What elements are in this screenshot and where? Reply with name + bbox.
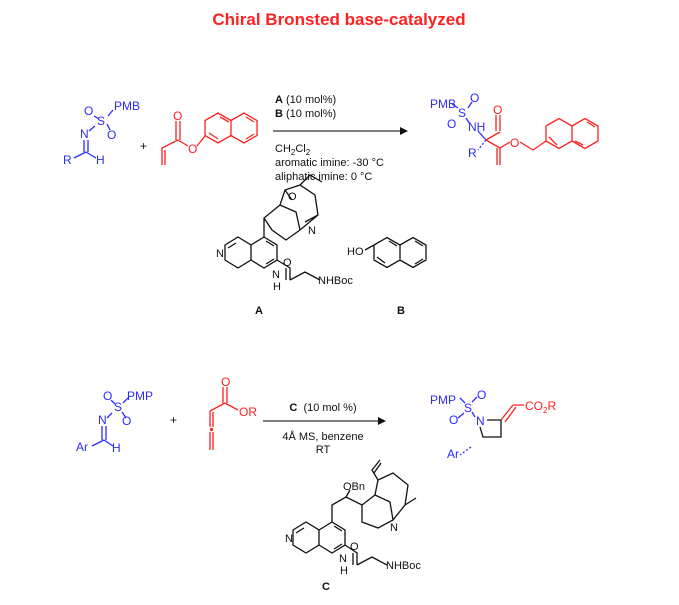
nitrogen-label: N <box>476 414 485 428</box>
product-2: PMP S O O N Ar CO2R <box>430 388 556 461</box>
pmb-label: PMB <box>114 99 140 113</box>
hydrogen-label: H <box>112 441 121 455</box>
nitrogen-label: N <box>285 533 293 545</box>
nh-label: NH <box>468 120 485 134</box>
condition-temp-aromatic: aromatic imine: -30 °C <box>275 157 384 169</box>
plus-sign: + <box>140 139 147 153</box>
condition-catalyst-a: A (10 mol%) <box>275 94 336 106</box>
condition-catalyst-c: C (10 mol %) <box>289 402 356 414</box>
sulfur-label: S <box>114 400 122 414</box>
or-label: OR <box>239 405 257 419</box>
sulfur-label: S <box>464 401 472 415</box>
naphthyl-acrylate: O O <box>161 109 258 165</box>
aryl-label: Ar <box>76 440 88 454</box>
oxygen-label: O <box>449 413 458 427</box>
oxygen-label: O <box>493 103 502 117</box>
catalyst-c: N OBn N N H O NHBoc C <box>285 459 421 593</box>
oxygen-label: O <box>84 104 93 118</box>
oxygen-label: O <box>288 191 297 203</box>
r-group-label: R <box>468 146 477 160</box>
catalyst-a: N O N N H O NHBoc A <box>216 174 353 317</box>
oxygen-label: O <box>350 541 359 553</box>
oxygen-label: O <box>470 91 479 105</box>
plus-sign: + <box>170 413 177 427</box>
pmp-label: PMP <box>430 393 456 407</box>
hydrogen-label: H <box>96 153 105 167</box>
pmp-label: PMP <box>127 389 153 403</box>
oxygen-label: O <box>122 414 131 428</box>
product-1: PMB S O O NH R O O <box>430 91 599 165</box>
oxygen-label: O <box>188 142 197 156</box>
oxygen-label: O <box>447 117 456 131</box>
reaction-arrow-2: C (10 mol %) 4Å MS, benzene RT <box>263 402 386 456</box>
nitrogen-label: N <box>339 553 347 565</box>
oxygen-label: O <box>283 257 292 269</box>
scheme-title: Chiral Bronsted base-catalyzed <box>212 10 465 29</box>
nitrogen-label: N <box>98 413 107 427</box>
allenoate: O OR <box>209 375 257 450</box>
catalyst-b-label: B <box>397 305 405 317</box>
imine-1: O PMB S N O R H <box>63 99 140 167</box>
nitrogen-label: N <box>272 269 280 281</box>
condition-temperature: RT <box>316 444 331 456</box>
condition-solvent: CH2Cl2 <box>275 143 311 157</box>
oxygen-label: O <box>173 109 182 123</box>
nitrogen-label: N <box>390 522 398 534</box>
nhboc-label: NHBoc <box>386 560 421 572</box>
imine-2: O PMP S N O Ar H <box>76 389 153 455</box>
condition-sieves-solvent: 4Å MS, benzene <box>282 430 363 443</box>
reaction-arrow-1: A (10 mol%) B (10 mol%) CH2Cl2 aromatic … <box>273 94 408 183</box>
obn-label: OBn <box>343 481 365 493</box>
sulfur-label: S <box>458 106 466 120</box>
ester-label: CO2R <box>525 399 556 415</box>
pmb-label: PMB <box>430 97 456 111</box>
nitrogen-label: N <box>80 127 89 141</box>
sulfur-label: S <box>97 114 105 128</box>
oxygen-label: O <box>477 388 486 402</box>
oxygen-label: O <box>107 128 116 142</box>
oxygen-label: O <box>510 136 519 150</box>
aryl-label: Ar <box>447 447 459 461</box>
oxygen-label: O <box>103 389 112 403</box>
hydrogen-label: H <box>273 281 281 293</box>
condition-catalyst-b: B (10 mol%) <box>275 108 336 120</box>
condition-temp-aliphatic: aliphatic imine: 0 °C <box>275 171 372 183</box>
nitrogen-label: N <box>216 248 224 260</box>
catalyst-a-label: A <box>255 305 263 317</box>
nitrogen-label: N <box>308 225 316 237</box>
oxygen-label: O <box>221 375 230 389</box>
catalyst-c-label: C <box>322 581 330 593</box>
hydrogen-label: H <box>340 565 348 577</box>
nhboc-label: NHBoc <box>318 275 353 287</box>
r-group-label: R <box>63 153 72 167</box>
catalyst-b: HO B <box>347 236 427 317</box>
hydroxyl-label: HO <box>347 246 364 258</box>
